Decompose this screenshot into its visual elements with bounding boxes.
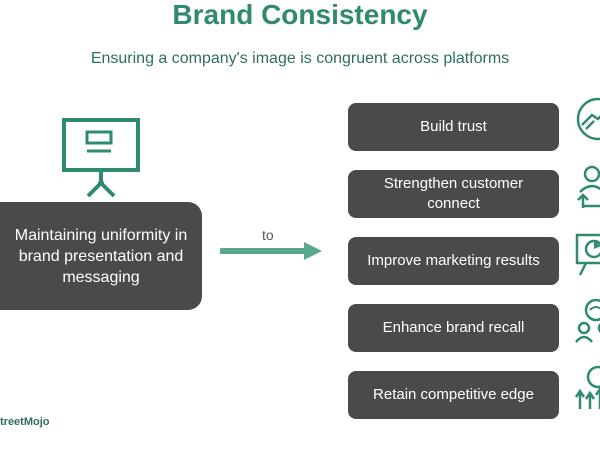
- right-arrow-icon: [220, 242, 322, 260]
- connector-label: to: [262, 227, 274, 243]
- goal-label: Strengthen customer connect: [383, 175, 524, 212]
- presentation-board-icon: [62, 118, 140, 198]
- growth-arrows-icon: [574, 365, 600, 409]
- goal-label: Retain competitive edge: [373, 386, 534, 403]
- source-box: Maintaining uniformity in brand presenta…: [0, 202, 202, 310]
- page-title: Brand Consistency: [172, 0, 428, 30]
- goal-label: Build trust: [420, 118, 487, 135]
- goal-label: Enhance brand recall: [382, 319, 525, 336]
- goal-label: Improve marketing results: [367, 252, 540, 269]
- goal-box: Improve marketing results: [348, 237, 559, 285]
- page-subtitle: Ensuring a company's image is congruent …: [90, 50, 510, 67]
- brand-logo: treetMojo: [0, 416, 50, 428]
- goal-box: Strengthen customer connect: [348, 170, 559, 218]
- handshake-icon: [576, 97, 600, 141]
- marketing-chart-icon: [575, 233, 600, 276]
- brain-recall-icon: [575, 298, 600, 343]
- customer-growth-icon: [577, 165, 600, 208]
- goal-box: Build trust: [348, 103, 559, 151]
- source-text: Maintaining uniformity in brand presenta…: [14, 226, 188, 286]
- goal-box: Enhance brand recall: [348, 304, 559, 352]
- goal-box: Retain competitive edge: [348, 371, 559, 419]
